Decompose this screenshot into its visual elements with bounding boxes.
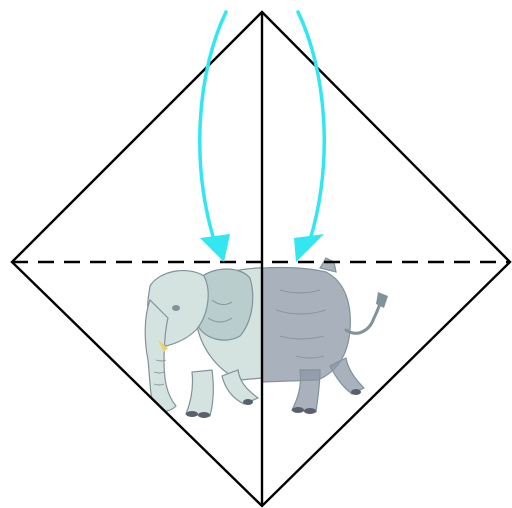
elephant-icon <box>145 258 388 418</box>
